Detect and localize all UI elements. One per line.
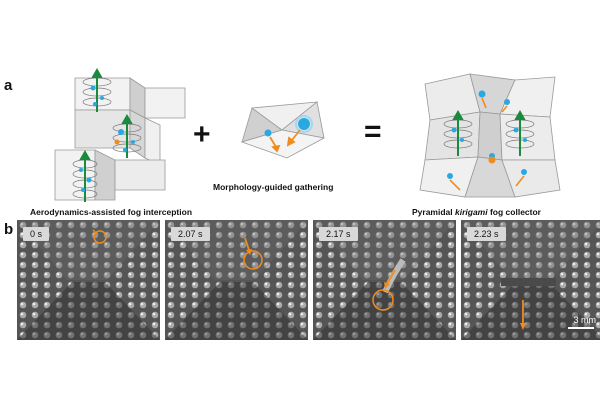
scale-bar: [568, 327, 594, 329]
scale-bar-label: 3 mm: [573, 315, 597, 325]
plus-operator: +: [193, 118, 211, 151]
gathering-schematic: [240, 101, 326, 159]
caption-aerodynamics: Aerodynamics-assisted fog interception: [30, 207, 193, 217]
caption-gathering: Morphology-guided gathering: [213, 182, 334, 192]
caption-kirigami-suffix: fog collector: [487, 207, 541, 217]
caption-kirigami-italic: kirigami: [455, 207, 488, 217]
timelapse-frame-4: 2.23 s 3 mm: [461, 220, 600, 340]
timestamp-label: 2.17 s: [319, 227, 358, 241]
timelapse-frame-1: 0 s: [17, 220, 160, 340]
caption-kirigami-prefix: Pyramidal: [412, 207, 455, 217]
panel-label-b: b: [4, 221, 14, 238]
timelapse-frame-3: 2.17 s: [313, 220, 456, 340]
timestamp-label: 2.07 s: [171, 227, 210, 241]
caption-kirigami-collector: Pyramidal kirigami fog collector: [412, 207, 541, 217]
equals-operator: =: [364, 115, 382, 148]
kirigami-collector-schematic: [419, 73, 561, 198]
panel-label-a: a: [4, 77, 13, 94]
timelapse-frame-2: 2.07 s: [165, 220, 308, 340]
timestamp-label: 0 s: [23, 227, 50, 241]
timestamp-label: 2.23 s: [467, 227, 506, 241]
aerodynamics-schematic: [54, 67, 186, 202]
